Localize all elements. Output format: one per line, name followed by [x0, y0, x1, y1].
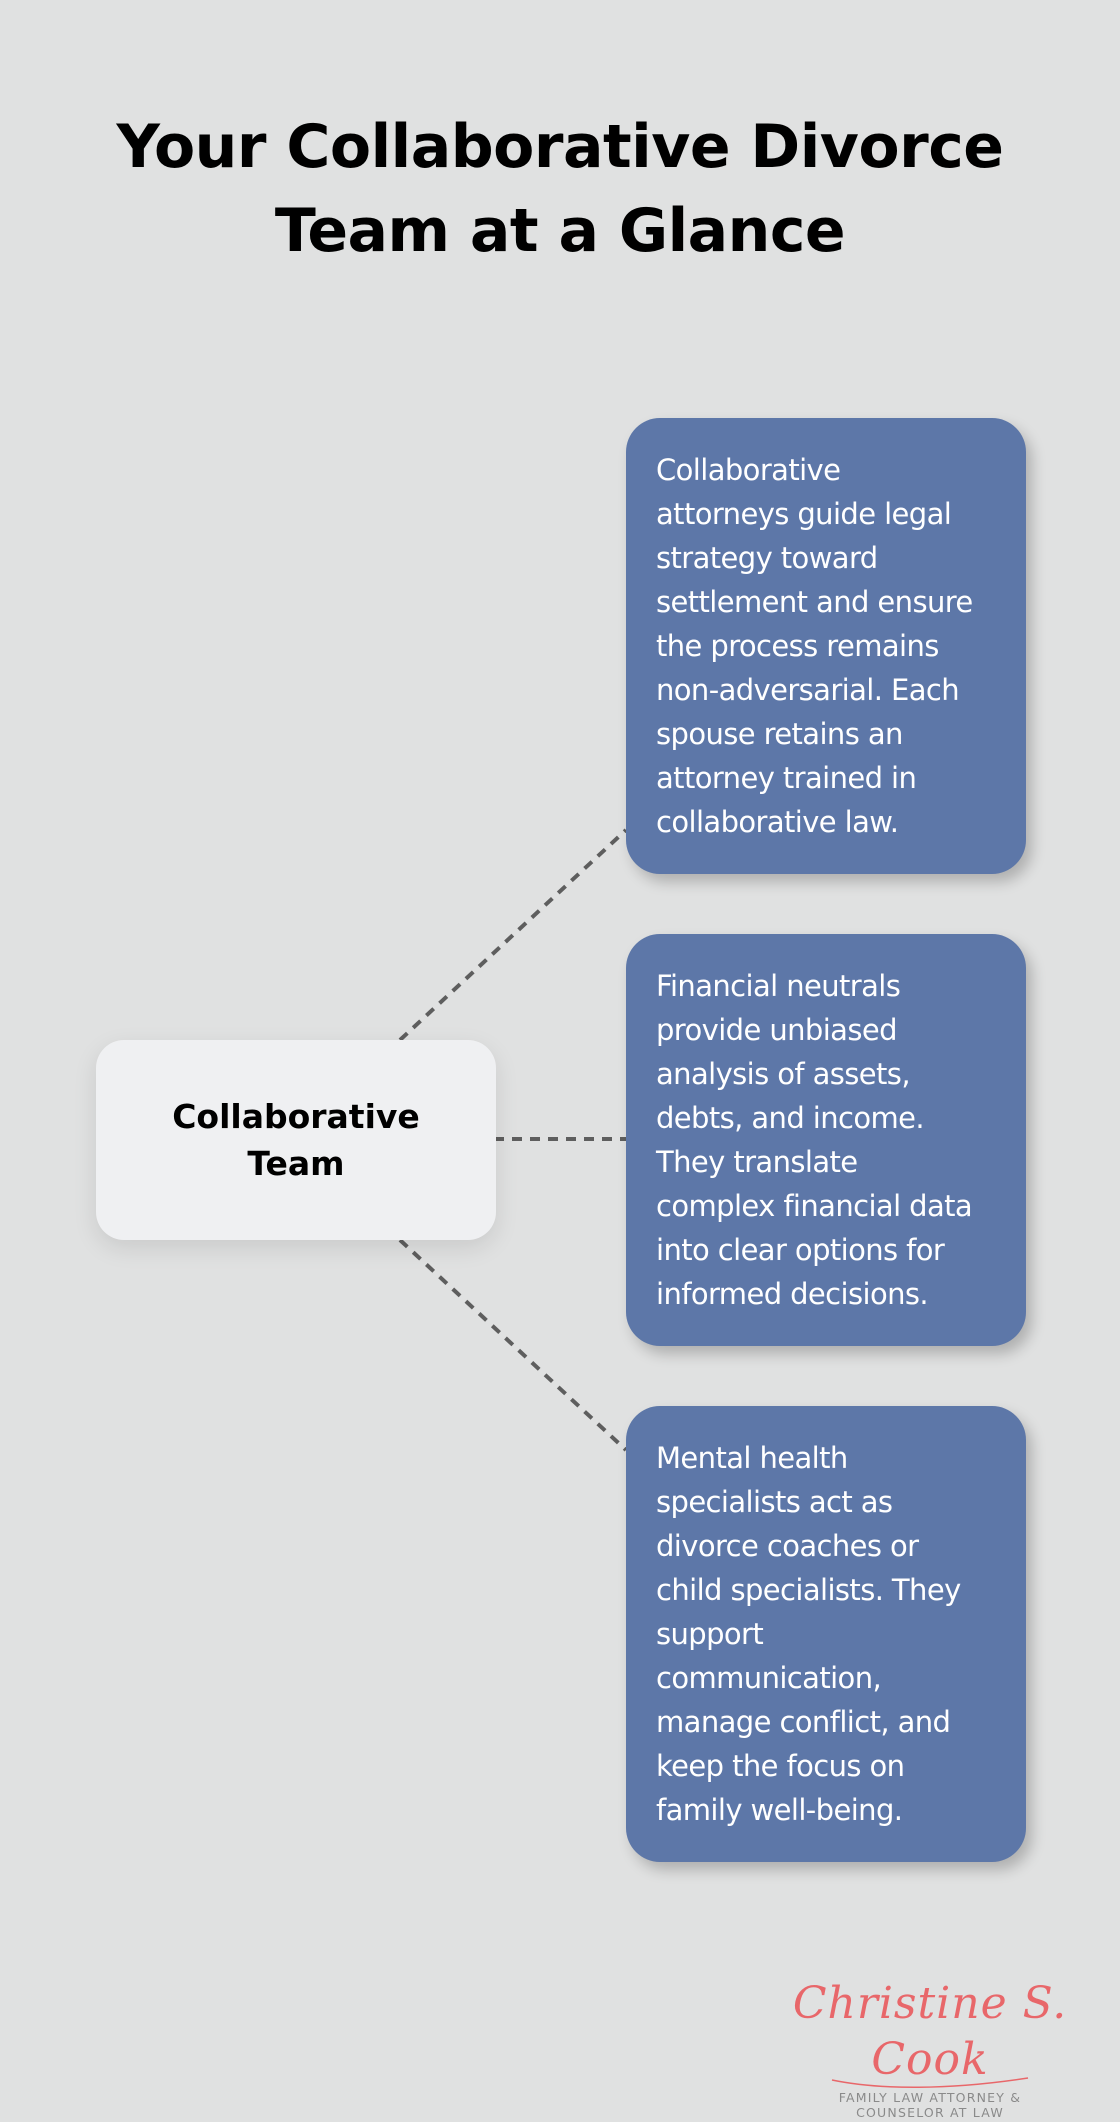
- logo-subtitle: FAMILY LAW ATTORNEY & COUNSELOR AT LAW: [780, 2090, 1080, 2120]
- card-text-line: divorce coaches or: [656, 1529, 919, 1563]
- card-text-line: spouse retains an: [656, 717, 903, 751]
- logo-swash-icon: [831, 2077, 1029, 2089]
- title-line-2: Team at a Glance: [274, 196, 846, 266]
- center-node-label: Collaborative Team: [172, 1093, 420, 1187]
- brand-logo: Christine S. Cook FAMILY LAW ATTORNEY & …: [780, 1976, 1080, 2120]
- card-text-line: Financial neutrals: [656, 969, 901, 1003]
- card-text-line: specialists act as: [656, 1485, 893, 1519]
- card-text-line: attorney trained in: [656, 761, 917, 795]
- connector-attorneys: [398, 828, 628, 1042]
- card-text-line: Collaborative: [656, 453, 841, 487]
- card-text-line: They translate: [656, 1145, 858, 1179]
- card-text-line: non-adversarial. Each: [656, 673, 960, 707]
- center-node-collaborative-team: Collaborative Team: [96, 1040, 496, 1240]
- card-text-line: provide unbiased: [656, 1013, 897, 1047]
- card-text-line: communication,: [656, 1661, 882, 1695]
- card-text-line: family well-being.: [656, 1793, 903, 1827]
- card-text-line: informed decisions.: [656, 1277, 929, 1311]
- card-text-line: debts, and income.: [656, 1101, 925, 1135]
- logo-subtitle-line-2: COUNSELOR AT LAW: [856, 2105, 1004, 2120]
- card-text-line: complex financial data: [656, 1189, 973, 1223]
- card-text-line: settlement and ensure: [656, 585, 973, 619]
- card-text-line: support: [656, 1617, 764, 1651]
- card-text-line: Mental health: [656, 1441, 848, 1475]
- connector-mental-health: [398, 1238, 628, 1452]
- card-text-line: collaborative law.: [656, 805, 899, 839]
- logo-subtitle-line-1: FAMILY LAW ATTORNEY &: [838, 2090, 1022, 2105]
- center-node-line-2: Team: [247, 1144, 345, 1183]
- card-text-line: attorneys guide legal: [656, 497, 952, 531]
- logo-name: Christine S. Cook: [792, 1978, 1068, 2085]
- card-text-line: the process remains: [656, 629, 939, 663]
- card-text-line: child specialists. They: [656, 1573, 961, 1607]
- card-mental-health-specialists: Mental health specialists act as divorce…: [626, 1406, 1026, 1862]
- card-text-line: keep the focus on: [656, 1749, 905, 1783]
- card-financial-neutrals: Financial neutrals provide unbiased anal…: [626, 934, 1026, 1346]
- card-text-line: into clear options for: [656, 1233, 945, 1267]
- title-line-1: Your Collaborative Divorce: [116, 112, 1004, 182]
- card-text-line: manage conflict, and: [656, 1705, 951, 1739]
- page-title: Your Collaborative Divorce Team at a Gla…: [0, 105, 1120, 273]
- card-text-line: strategy toward: [656, 541, 878, 575]
- center-node-line-1: Collaborative: [172, 1097, 420, 1136]
- card-text-line: analysis of assets,: [656, 1057, 911, 1091]
- card-collaborative-attorneys: Collaborative attorneys guide legal stra…: [626, 418, 1026, 874]
